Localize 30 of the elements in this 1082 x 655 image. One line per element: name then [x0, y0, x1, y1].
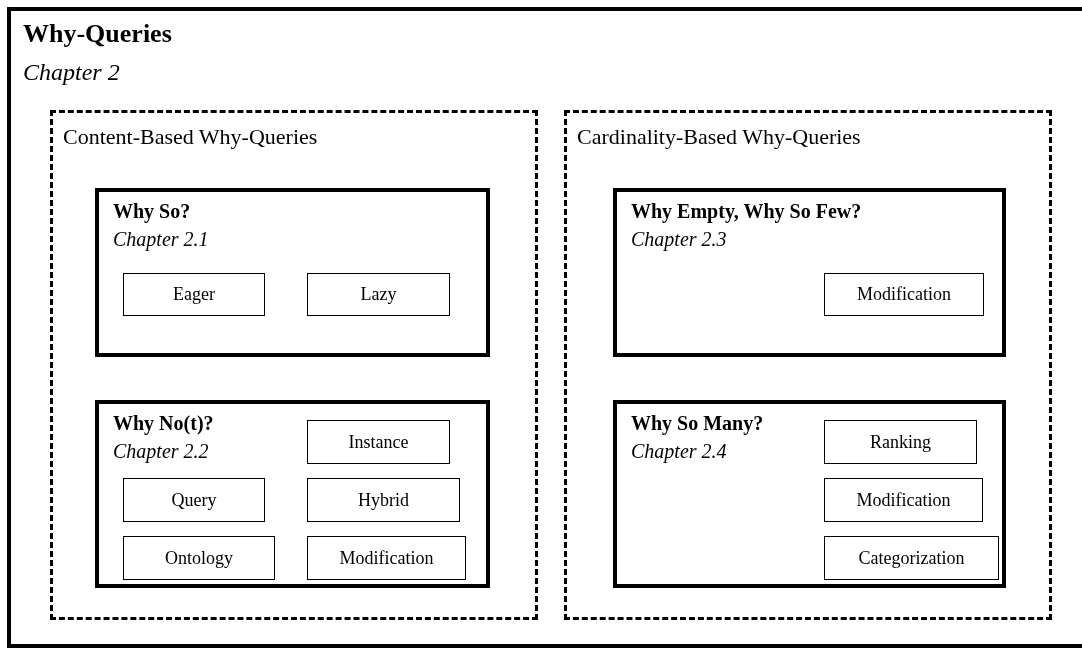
category-box: [95, 400, 490, 588]
category-heading: Why Empty, Why So Few?: [631, 200, 862, 223]
method-box: Modification: [307, 536, 466, 580]
dashed-group-box: [50, 110, 538, 620]
category-box: [613, 400, 1006, 588]
method-box: Ranking: [824, 420, 977, 464]
chapter-label: Chapter 2.4: [631, 440, 727, 463]
category-heading: Why So Many?: [631, 412, 764, 435]
category-box: [613, 188, 1006, 357]
category-heading: Why No(t)?: [113, 412, 214, 435]
method-box: Ontology: [123, 536, 275, 580]
method-box: Categorization: [824, 536, 999, 580]
frame-heading: Why-Queries: [23, 19, 172, 49]
group-heading: Cardinality-Based Why-Queries: [577, 124, 861, 150]
chapter-label: Chapter 2.1: [113, 228, 209, 251]
method-box: Lazy: [307, 273, 450, 316]
method-box: Modification: [824, 478, 983, 522]
chapter-label: Chapter 2: [23, 59, 120, 87]
diagram-frame: [7, 7, 1082, 648]
method-box: Eager: [123, 273, 265, 316]
method-box: Query: [123, 478, 265, 522]
group-heading: Content-Based Why-Queries: [63, 124, 318, 150]
method-box: Instance: [307, 420, 450, 464]
category-heading: Why So?: [113, 200, 191, 223]
category-box: [95, 188, 490, 357]
chapter-label: Chapter 2.3: [631, 228, 727, 251]
method-box: Hybrid: [307, 478, 460, 522]
chapter-label: Chapter 2.2: [113, 440, 209, 463]
dashed-group-box: [564, 110, 1052, 620]
method-box: Modification: [824, 273, 984, 316]
